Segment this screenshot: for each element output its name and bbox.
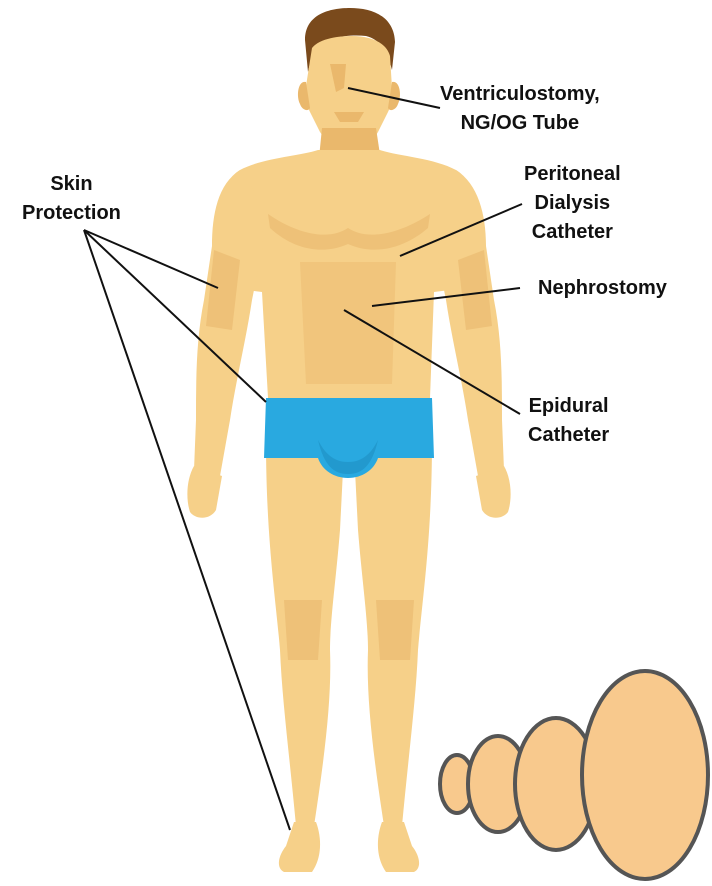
label-skin-line-1: Skin <box>22 170 121 199</box>
label-skin-line-2: Protection <box>22 199 121 228</box>
line-skin-arm <box>84 230 218 288</box>
label-epidural-line-2: Catheter <box>528 421 609 450</box>
label-nephrostomy-line-1: Nephrostomy <box>538 274 667 303</box>
abs-shade <box>300 262 396 384</box>
label-ventriculostomy: Ventriculostomy, NG/OG Tube <box>440 80 600 138</box>
label-peritoneal-dialysis: Peritoneal Dialysis Catheter <box>524 160 621 247</box>
label-epidural-catheter: Epidural Catheter <box>528 392 609 450</box>
right-knee-shade <box>376 600 414 660</box>
left-knee-shade <box>284 600 322 660</box>
disc-xlarge <box>582 671 708 879</box>
dressing-discs <box>440 671 708 879</box>
label-peritoneal-line-1: Peritoneal <box>524 160 621 189</box>
label-epidural-line-1: Epidural <box>528 392 609 421</box>
label-ventriculostomy-line-2: NG/OG Tube <box>440 109 600 138</box>
label-nephrostomy: Nephrostomy <box>538 274 667 303</box>
left-foot <box>279 822 320 872</box>
label-peritoneal-line-3: Catheter <box>524 218 621 247</box>
line-skin-foot <box>84 230 290 830</box>
right-foot <box>378 822 419 872</box>
label-peritoneal-line-2: Dialysis <box>524 189 621 218</box>
label-skin-protection: Skin Protection <box>22 170 121 228</box>
label-ventriculostomy-line-1: Ventriculostomy, <box>440 80 600 109</box>
